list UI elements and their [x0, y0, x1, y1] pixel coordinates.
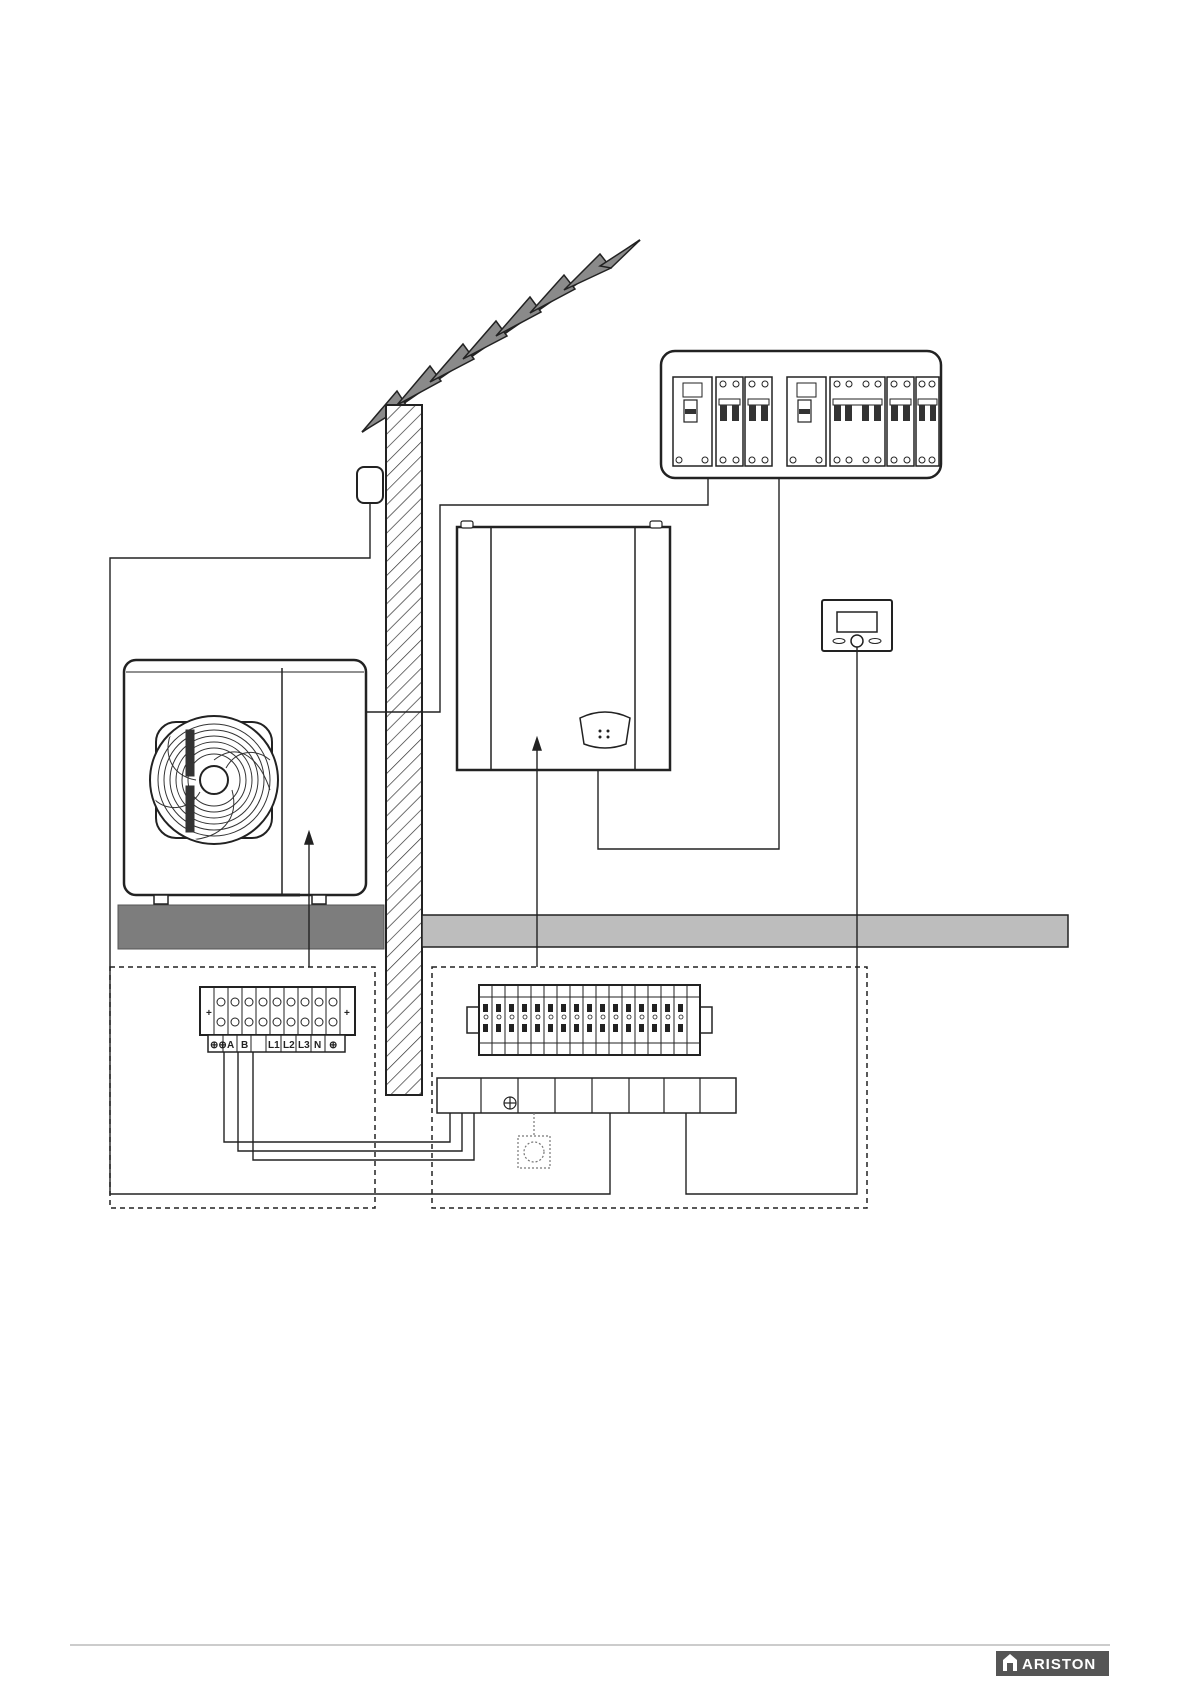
fan-icon — [150, 716, 278, 844]
breaker-main-2 — [787, 377, 826, 466]
breaker-5 — [830, 377, 885, 466]
screw-icon: + — [206, 1008, 212, 1019]
indoor-terminal-block — [467, 985, 712, 1055]
terminal-label: A — [227, 1040, 234, 1051]
terminal-label: L1 — [268, 1040, 280, 1051]
room-controller — [822, 600, 892, 651]
optional-sensor — [518, 1136, 550, 1168]
electrical-panel — [661, 351, 941, 478]
screw-icon: + — [344, 1008, 350, 1019]
outdoor-sensor — [357, 467, 383, 503]
control-panel-icon — [580, 712, 630, 748]
outdoor-ground-slab — [118, 905, 384, 949]
breaker-2 — [716, 377, 743, 466]
brand-logo: ARISTON — [996, 1651, 1109, 1676]
brand-name: ARISTON — [1022, 1656, 1096, 1673]
terminal-label: B — [241, 1040, 248, 1051]
breaker-7 — [916, 377, 939, 466]
terminal-label: ⊕⊕ — [210, 1040, 227, 1051]
knob-icon — [851, 635, 863, 647]
terminal-label: ⊕ — [329, 1040, 337, 1051]
terminal-label: L3 — [298, 1040, 310, 1051]
indoor-floor-slab — [422, 915, 1068, 947]
outdoor-heat-pump-unit — [124, 660, 366, 904]
breaker-3 — [745, 377, 772, 466]
breaker-main-1 — [673, 377, 712, 466]
indoor-unit — [457, 521, 670, 770]
roof — [362, 240, 640, 432]
terminal-label: N — [314, 1040, 321, 1051]
outdoor-terminal-block: + + ⊕⊕ A B L1 L2 L3 N ⊕ — [200, 987, 355, 1052]
indoor-connection-strip: ⊕ — [437, 1078, 736, 1168]
terminal-label: L2 — [283, 1040, 295, 1051]
breaker-6 — [887, 377, 914, 466]
wall — [386, 405, 422, 1095]
